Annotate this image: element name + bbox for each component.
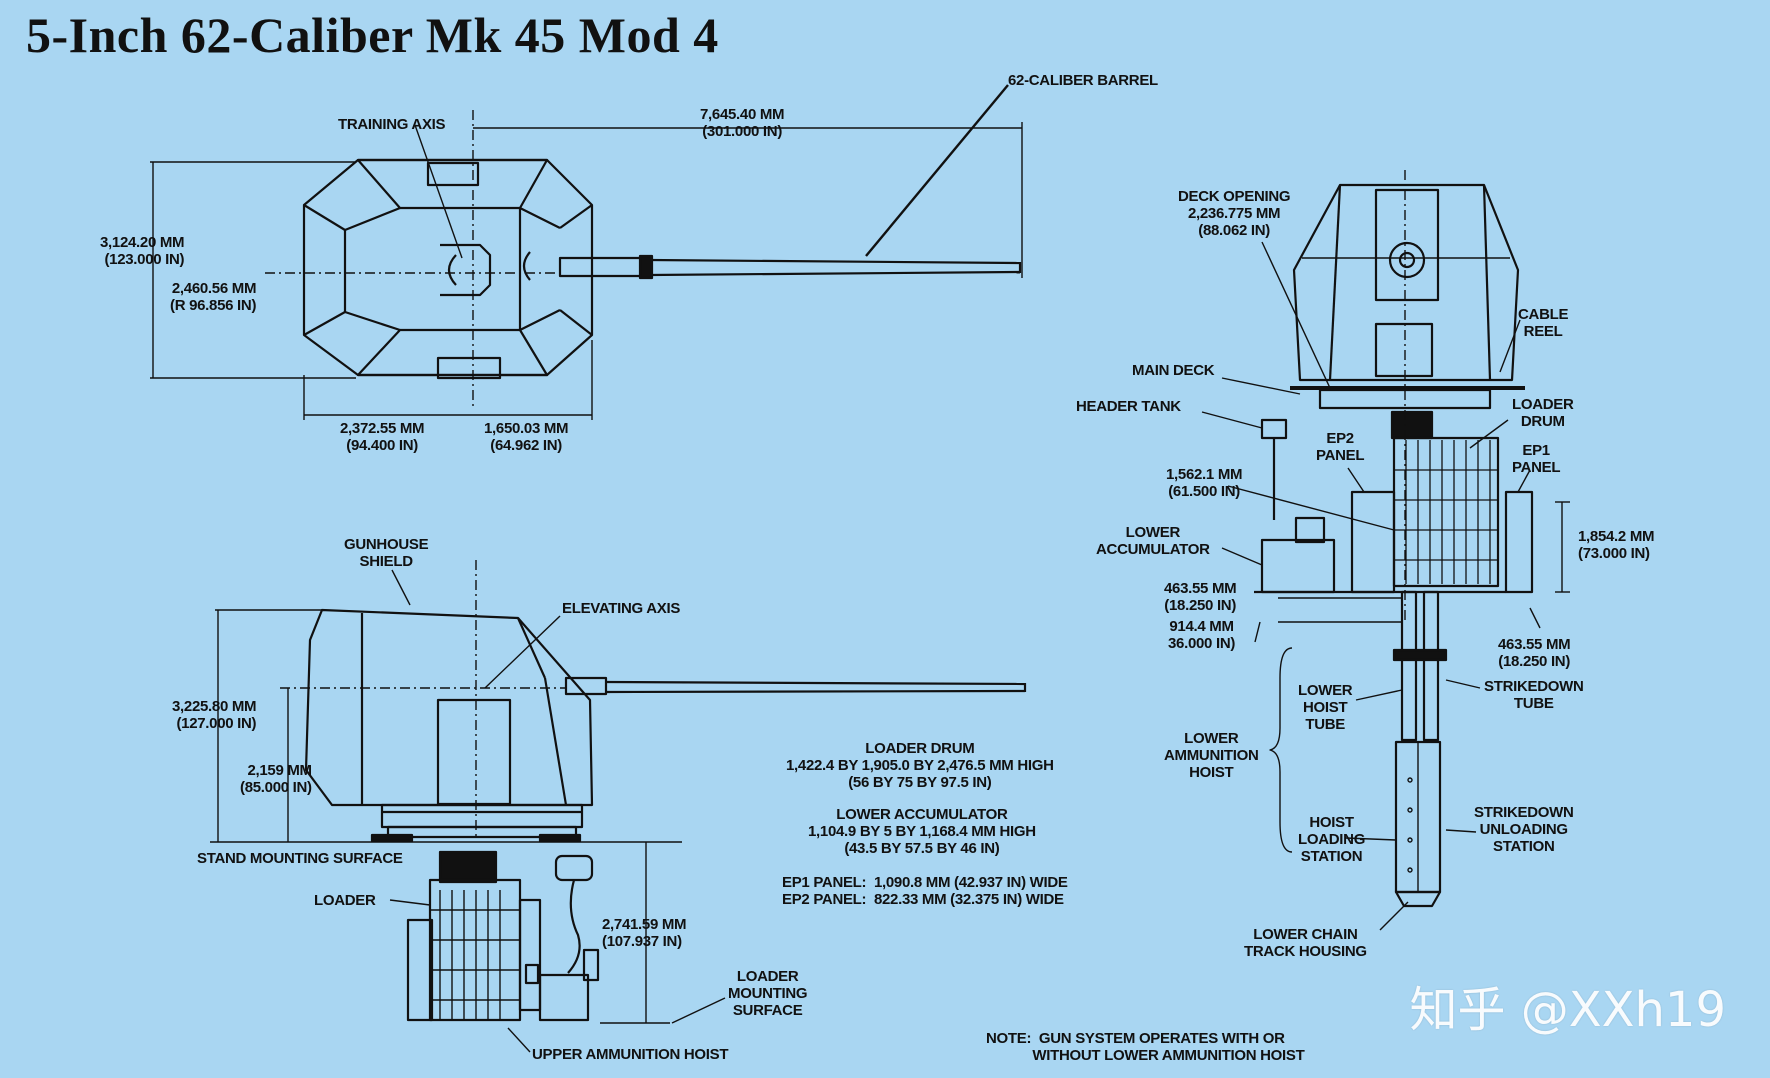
ep1-panel-label: EP1 PANEL [1512,442,1561,476]
loader-height-dim: 2,741.59 MM (107.937 IN) [602,916,687,950]
header-tank-label: HEADER TANK [1076,398,1181,415]
stand-mounting-surface-label: STAND MOUNTING SURFACE [197,850,403,867]
rear-length-dim: 2,372.55 MM (94.400 IN) [340,420,425,454]
front-view-gunhouse [1290,183,1525,410]
lower-accumulator-label: LOWER ACCUMULATOR [1096,524,1210,558]
radius-dim: 2,460.56 MM (R 96.856 IN) [170,280,257,314]
top-view-gunhouse [302,158,594,380]
upper-ammunition-hoist-label: UPPER AMMUNITION HOIST [532,1046,729,1063]
side-view-barrel [564,676,1027,696]
dim-463-right: 463.55 MM (18.250 IN) [1498,636,1571,670]
loader-label: LOADER [314,892,376,909]
front-view-hoist [1392,590,1448,908]
ep2-panel-label: EP2 PANEL [1316,430,1365,464]
dim-914: 914.4 MM 36.000 IN) [1168,618,1236,652]
side-view-gunhouse [304,608,594,843]
gunhouse-shield-label: GUNHOUSE SHIELD [344,536,429,570]
panels-spec: EP1 PANEL: 1,090.8 MM (42.937 IN) WIDE E… [782,874,1068,908]
front-length-dim: 1,650.03 MM (64.962 IN) [484,420,569,454]
deck-opening-label: DECK OPENING 2,236.775 MM (88.062 IN) [1178,188,1291,239]
overall-length-dim: 7,645.40 MM (301.000 IN) [700,106,785,140]
side-view-loader [406,850,600,1022]
dim-1562: 1,562.1 MM (61.500 IN) [1166,466,1243,500]
top-view-dimensions [150,84,1023,420]
lower-hoist-tube-label: LOWER HOIST TUBE [1298,682,1353,733]
main-deck-label: MAIN DECK [1132,362,1215,379]
loader-mounting-surface-label: LOADER MOUNTING SURFACE [728,968,808,1019]
front-view-dimensions [1201,170,1570,931]
dim-1854: 1,854.2 MM (73.000 IN) [1578,528,1655,562]
barrel-label: 62-CALIBER BARREL [1008,72,1158,89]
loader-drum-spec: LOADER DRUM 1,422.4 BY 1,905.0 BY 2,476.… [786,740,1054,791]
width-dim: 3,124.20 MM (123.000 IN) [100,234,185,268]
lower-accumulator-spec: LOWER ACCUMULATOR 1,104.9 BY 5 BY 1,168.… [808,806,1036,857]
hoist-loading-station-label: HOIST LOADING STATION [1298,814,1366,865]
training-axis-label: TRAINING AXIS [338,116,446,133]
strikedown-tube-label: STRIKEDOWN TUBE [1484,678,1584,712]
side-view-dimensions [210,560,726,1053]
dim-463-left: 463.55 MM (18.250 IN) [1164,580,1237,614]
height-total-dim: 3,225.80 MM (127.000 IN) [172,698,257,732]
lower-chain-track-housing-label: LOWER CHAIN TRACK HOUSING [1244,926,1367,960]
strikedown-unloading-station-label: STRIKEDOWN UNLOADING STATION [1474,804,1574,855]
watermark: 知乎 @XXh19 [1409,982,1726,1038]
lower-ammunition-hoist-label: LOWER AMMUNITION HOIST [1164,730,1259,781]
height-axis-dim: 2,159 MM (85.000 IN) [240,762,312,796]
front-view-loader-drum [1254,410,1534,594]
loader-drum-label: LOADER DRUM [1512,396,1574,430]
top-view-barrel [558,254,1022,280]
page-title: 5-Inch 62-Caliber Mk 45 Mod 4 [26,7,719,63]
elevating-axis-label: ELEVATING AXIS [562,600,681,617]
note-text: NOTE: GUN SYSTEM OPERATES WITH OR WITHOU… [986,1030,1305,1064]
cable-reel-label: CABLE REEL [1518,306,1569,340]
